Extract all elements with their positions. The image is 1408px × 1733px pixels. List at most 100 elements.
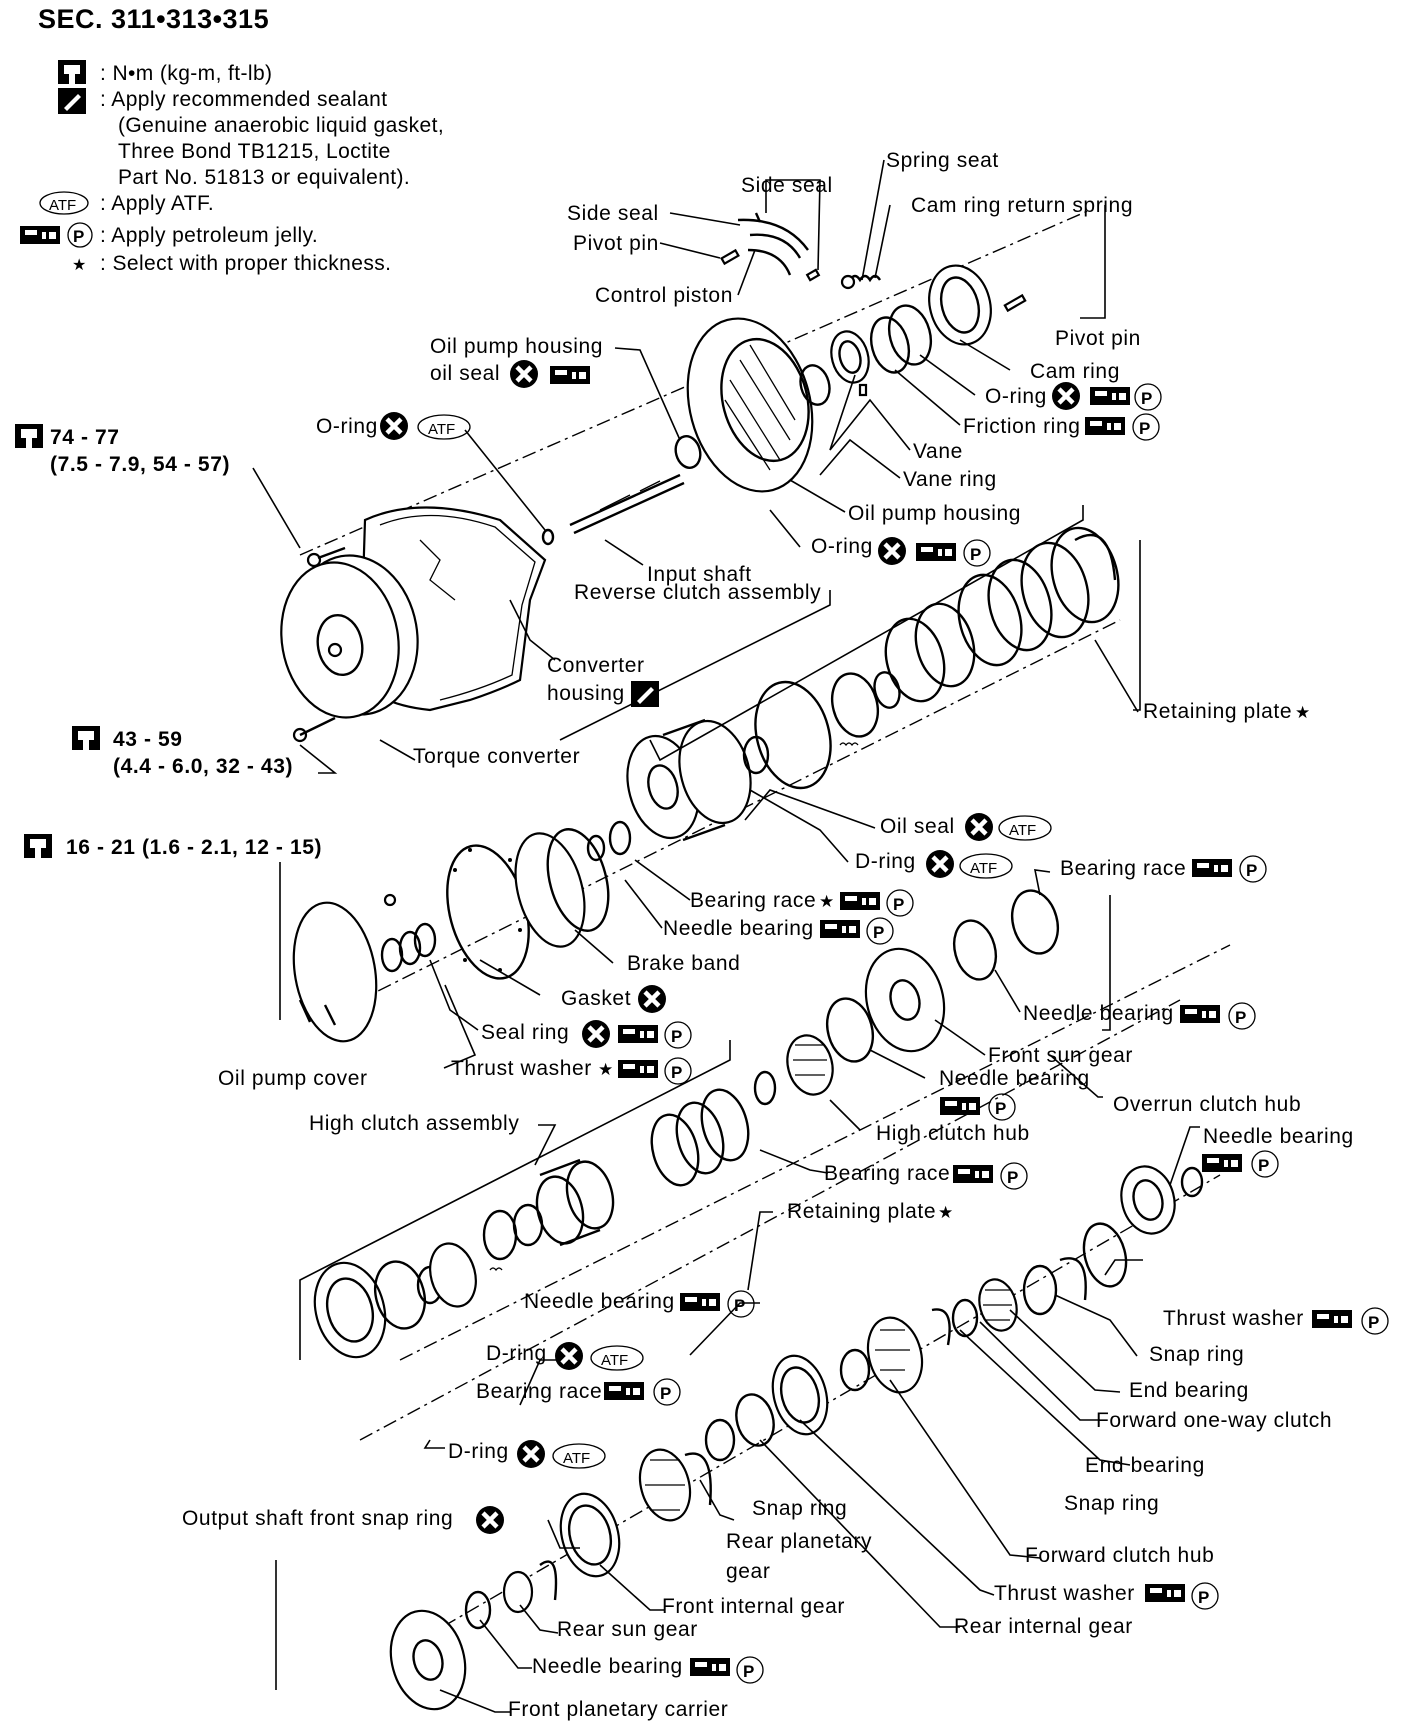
svg-text:Needle bearing: Needle bearing [663,917,814,940]
cross-icon [555,1342,583,1370]
p-icon: P [1361,1307,1389,1335]
label-front-planetary-carrier: Front planetary carrier [508,1698,728,1721]
star-icon: ★ [819,892,834,911]
svg-text:Bearing race: Bearing race [824,1162,950,1185]
label-thrust-washer-right: Thrust washer P [1163,1307,1389,1335]
svg-text:Oil pump housing: Oil pump housing [430,335,603,358]
label-brake-band: Brake band [627,952,740,975]
page-title: SEC. 311•313•315 [38,4,269,34]
legend-atf-text: : Apply ATF. [100,192,214,215]
label-pivot-pin-left: Pivot pin [573,232,659,255]
label-rear-planetary-gear-1: Rear planetary [726,1530,872,1553]
label-d-ring-upper: D-ring ATF [855,850,1013,878]
label-needle-bearing-lower: Needle bearing P [524,1290,755,1318]
petroleum-jelly-icon [1202,1154,1242,1172]
petroleum-jelly-icon [840,892,880,910]
label-cam-ring-return-spring: Cam ring return spring [911,194,1133,217]
svg-text:(4.4 - 6.0, 32 - 43): (4.4 - 6.0, 32 - 43) [113,755,293,778]
svg-text:Bearing race: Bearing race [1060,857,1186,880]
svg-text:P: P [73,227,84,246]
svg-text:ATF: ATF [970,860,997,877]
label-o-ring-atf: O-ring ATF [316,412,471,440]
svg-text:P: P [1198,1588,1209,1607]
p-icon: P [1134,383,1162,411]
svg-text:ATF: ATF [49,197,76,214]
label-needle-bearing-right: Needle bearing P [1023,1002,1256,1030]
label-end-bearing-upper: End bearing [1129,1379,1249,1402]
torque-wrench-icon [58,60,86,84]
label-d-ring-mid: D-ring ATF [486,1342,644,1370]
svg-text:Output shaft front snap ring: Output shaft front snap ring [182,1507,453,1530]
svg-text:D-ring: D-ring [448,1440,509,1463]
p-icon: P [1000,1162,1028,1190]
svg-text:Needle bearing: Needle bearing [939,1067,1090,1090]
svg-text:housing: housing [547,682,625,705]
svg-text:Seal ring: Seal ring [481,1021,569,1044]
label-overrun-clutch-hub: Overrun clutch hub [1113,1093,1301,1116]
petroleum-jelly-icon [618,1060,658,1078]
label-bearing-race-lower: Bearing race P [476,1378,681,1406]
svg-text:Needle bearing: Needle bearing [532,1655,683,1678]
label-retaining-plate-upper: Retaining plate ★ [1143,700,1310,723]
label-spring-seat: Spring seat [886,149,999,172]
star-icon: ★ [72,257,86,274]
svg-text:P: P [1139,419,1150,438]
svg-text:ATF: ATF [601,1352,628,1369]
atf-icon: ATF [552,1443,606,1469]
svg-text:P: P [1235,1008,1246,1027]
label-rear-sun-gear: Rear sun gear [557,1618,698,1641]
label-oil-pump-cover: Oil pump cover [218,1067,368,1090]
legend-sealant-detail-3: Part No. 51813 or equivalent). [118,166,410,189]
label-high-clutch-assembly: High clutch assembly [309,1112,519,1135]
svg-text:74 - 77: 74 - 77 [50,426,120,449]
svg-text:P: P [1368,1313,1379,1332]
petroleum-jelly-icon [680,1293,720,1311]
petroleum-jelly-icon [550,366,590,384]
svg-text:P: P [1246,861,1257,880]
svg-text:P: P [873,923,884,942]
label-oil-pump-housing: Oil pump housing [848,502,1021,525]
svg-text:Thrust washer: Thrust washer [1163,1307,1304,1330]
petroleum-jelly-icon [940,1097,980,1115]
leader-lines [252,159,1200,1713]
svg-text:Converter: Converter [547,654,645,677]
svg-text:(7.5 - 7.9, 54 - 57): (7.5 - 7.9, 54 - 57) [50,453,230,476]
cross-icon [582,1020,610,1048]
svg-text:P: P [671,1063,682,1082]
svg-text:oil seal: oil seal [430,362,500,385]
label-needle-bearing-sun: Needle bearing P [939,1067,1090,1121]
svg-text:Retaining plate: Retaining plate [787,1200,936,1223]
oil-pump-parts [541,212,1027,546]
svg-text:D-ring: D-ring [486,1342,547,1365]
petroleum-jelly-icon [1090,387,1130,405]
label-pivot-pin-right: Pivot pin [1055,327,1141,350]
svg-text:Bearing race: Bearing race [476,1380,602,1403]
legend-sealant-detail-2: Three Bond TB1215, Loctite [118,140,391,163]
petroleum-jelly-icon [618,1025,658,1043]
svg-text:P: P [734,1296,745,1315]
svg-text:O-ring: O-ring [316,415,378,438]
cross-icon [517,1440,545,1468]
svg-text:ATF: ATF [1009,822,1036,839]
label-input-shaft: Input shaft [647,563,752,586]
svg-text:Thrust washer: Thrust washer [994,1582,1135,1605]
label-side-seal-top: Side seal [741,174,833,197]
svg-text:P: P [743,1662,754,1681]
label-o-ring-housing: O-ring P [811,535,991,567]
label-rear-planetary-gear-2: gear [726,1560,770,1583]
torque-spec-torque-converter: 43 - 59 (4.4 - 6.0, 32 - 43) [72,726,293,778]
part-labels: Spring seat Side seal Cam ring return sp… [182,149,1389,1721]
p-icon: P [988,1093,1016,1121]
svg-text:Needle bearing: Needle bearing [1023,1002,1174,1025]
svg-text:Needle bearing: Needle bearing [1203,1125,1354,1148]
svg-text:P: P [1258,1156,1269,1175]
petroleum-jelly-icon [690,1658,730,1676]
svg-text:O-ring: O-ring [985,385,1047,408]
p-icon: P [963,539,991,567]
star-icon: ★ [938,1203,953,1222]
svg-text:P: P [1141,389,1152,408]
label-forward-clutch-hub: Forward clutch hub [1025,1544,1214,1567]
label-vane: Vane [913,440,963,463]
label-retaining-plate-lower: Retaining plate ★ [787,1200,953,1223]
